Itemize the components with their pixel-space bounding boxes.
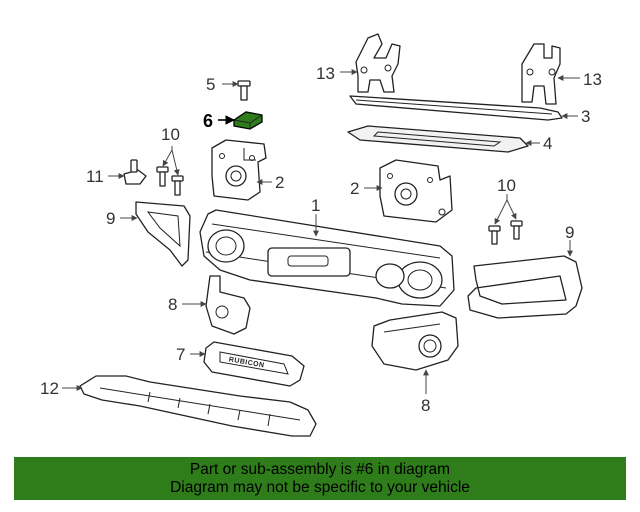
callout-11: 11 — [86, 167, 104, 186]
bolt-part-5 — [237, 80, 251, 101]
rubicon-badge: RUBICON — [203, 341, 305, 387]
nut-part-11 — [123, 159, 147, 185]
skid-plate — [79, 375, 317, 437]
callout-9-left: 9 — [106, 209, 115, 228]
bracket-left — [205, 275, 251, 335]
fog-housing-right — [371, 311, 459, 371]
leader-lines — [62, 69, 580, 394]
callout-2-right: 2 — [350, 179, 359, 198]
callout-5: 5 — [206, 75, 215, 94]
tow-bracket-left — [355, 33, 401, 93]
notice-line-2: Diagram may not be specific to your vehi… — [170, 479, 470, 496]
end-cap-right — [467, 255, 583, 319]
callout-1: 1 — [311, 196, 320, 215]
callout-3: 3 — [581, 107, 590, 126]
bolts-part-10-left — [156, 166, 184, 196]
callout-9-right: 9 — [565, 223, 574, 242]
callout-13-left: 13 — [316, 64, 335, 83]
callout-6: 6 — [203, 111, 213, 131]
callout-7: 7 — [176, 345, 185, 364]
tow-bracket-right — [521, 43, 561, 105]
notice-banner: Part or sub-assembly is #6 in diagram Di… — [14, 457, 626, 500]
callout-labels: 13 13 3 4 5 6 2 2 1 10 10 11 9 9 8 7 8 1… — [40, 64, 602, 415]
callout-12: 12 — [40, 379, 59, 398]
callout-4: 4 — [543, 134, 552, 153]
mount-bracket-left — [211, 139, 267, 201]
callout-8-left: 8 — [168, 295, 177, 314]
bolts-part-10-right — [488, 220, 523, 245]
callout-13-right: 13 — [583, 70, 602, 89]
clip-nut-part-6 — [233, 111, 263, 130]
callout-2-left: 2 — [275, 173, 284, 192]
callout-10-left: 10 — [161, 125, 180, 144]
end-cap-left — [135, 201, 191, 267]
callout-10-right: 10 — [497, 176, 516, 195]
bumper-cover-plate — [347, 125, 529, 153]
front-bumper — [199, 209, 455, 307]
callout-8-right: 8 — [421, 396, 430, 415]
notice-line-1: Part or sub-assembly is #6 in diagram — [189, 461, 451, 478]
mount-bracket-right — [379, 159, 453, 223]
